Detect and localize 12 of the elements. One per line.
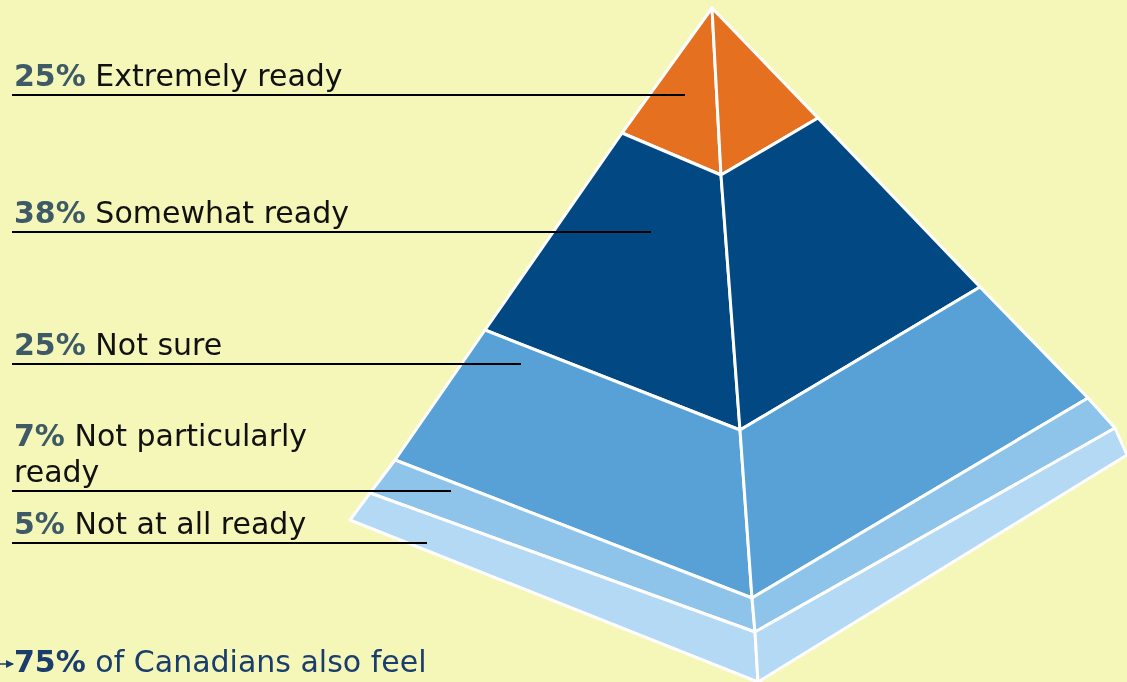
label-text: 38% Somewhat ready bbox=[14, 195, 349, 231]
leader-line bbox=[11, 94, 686, 96]
arrow bbox=[0, 660, 14, 668]
label-text: 25% Not sure bbox=[14, 327, 223, 363]
label-text: 75% of Canadians also feel bbox=[14, 644, 427, 680]
label-text: 7% Not particularly ready bbox=[14, 418, 344, 490]
leader-line bbox=[11, 490, 452, 492]
leader-line bbox=[11, 542, 428, 544]
leader-line bbox=[11, 363, 522, 365]
leader-line bbox=[11, 231, 652, 233]
label-text: 5% Not at all ready bbox=[14, 506, 307, 542]
label-text: 25% Extremely ready bbox=[14, 58, 343, 94]
